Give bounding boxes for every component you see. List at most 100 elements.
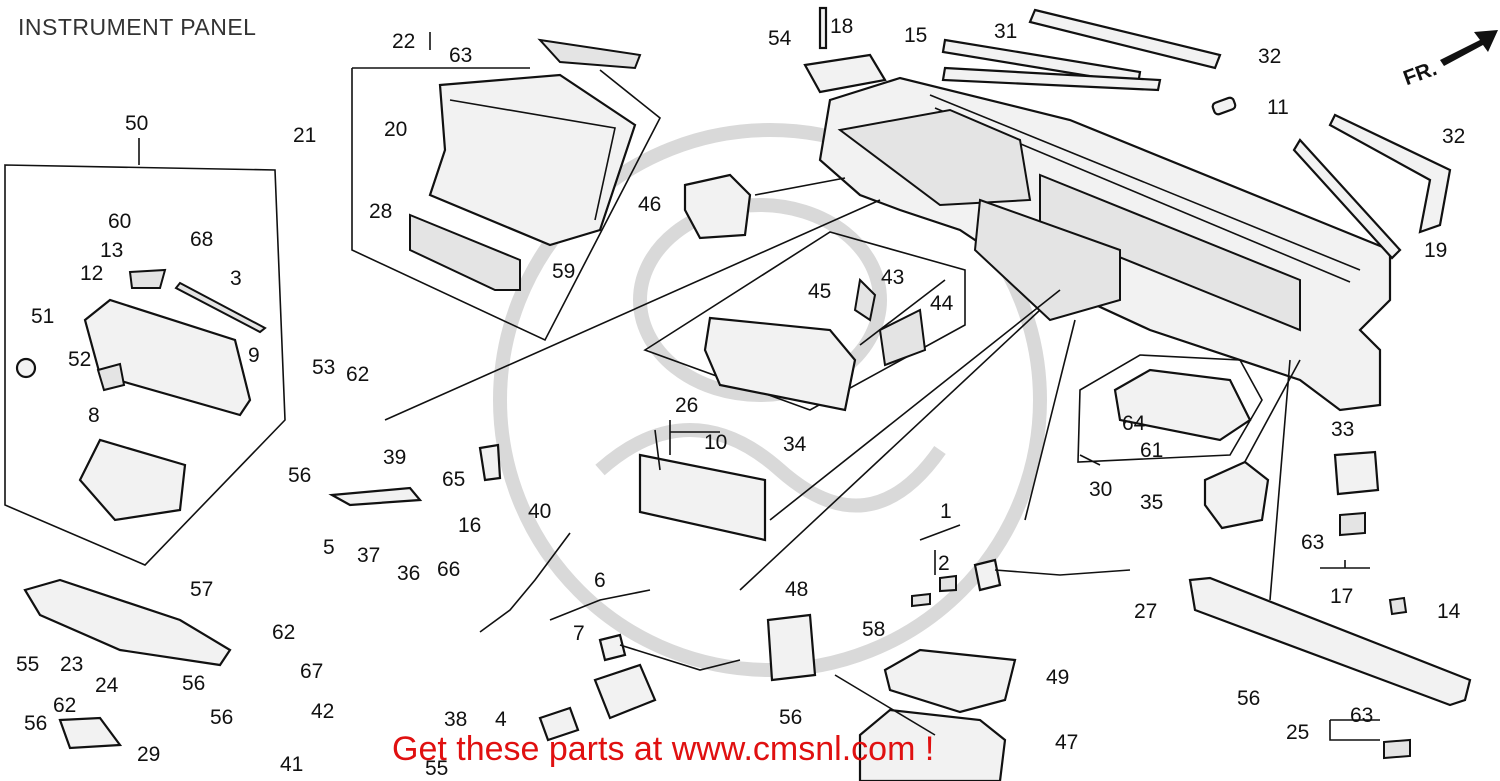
- callout-14: 14: [1437, 600, 1461, 623]
- visor-callout-frame: [351, 67, 662, 342]
- callout-41: 41: [280, 753, 303, 776]
- callout-63: 63: [449, 44, 472, 67]
- callout-24: 24: [95, 674, 119, 697]
- callout-31: 31: [994, 20, 1017, 43]
- callout-11: 11: [1267, 96, 1289, 119]
- center-vent-group: [643, 231, 966, 412]
- callout-62-c: 62: [53, 694, 76, 717]
- part-23-lower-cover: [23, 578, 232, 667]
- part-46-side-vent: [683, 173, 752, 240]
- part-16-bracket: [478, 443, 502, 482]
- callout-51: 51: [31, 305, 54, 328]
- callout-16: 16: [458, 514, 481, 537]
- callout-1: 1: [940, 500, 952, 523]
- trim-strips: [941, 8, 1452, 260]
- callout-46: 46: [638, 193, 661, 216]
- callout-30: 30: [1089, 478, 1112, 501]
- socket-assembly: [538, 633, 741, 742]
- callout-56-d: 56: [24, 712, 47, 735]
- callout-32-right: 32: [1442, 125, 1465, 148]
- callout-43: 43: [881, 266, 904, 289]
- callout-8: 8: [88, 404, 100, 427]
- callout-48: 48: [785, 578, 808, 601]
- callout-56-f: 56: [1237, 687, 1260, 710]
- callout-56-c: 56: [210, 706, 233, 729]
- part-49-cup-holder: [883, 648, 1017, 714]
- callout-63-c: 63: [1350, 704, 1373, 727]
- callout-56-e: 56: [779, 706, 802, 729]
- callout-62: 62: [346, 363, 369, 386]
- callout-25: 25: [1286, 721, 1309, 744]
- callout-27: 27: [1134, 600, 1157, 623]
- callout-18: 18: [830, 15, 853, 38]
- callout-36: 36: [397, 562, 420, 585]
- callout-33: 33: [1331, 418, 1354, 441]
- callout-62-b: 62: [272, 621, 295, 644]
- callout-59: 59: [552, 260, 575, 283]
- callout-4: 4: [495, 708, 507, 731]
- part-18-grille: [803, 6, 887, 94]
- instrument-panel-part: [818, 76, 1392, 412]
- promo-link-text[interactable]: Get these parts at www.cmsnl.com !: [392, 730, 935, 768]
- callout-39: 39: [383, 446, 406, 469]
- callout-37: 37: [357, 544, 380, 567]
- part-27-rail: [1188, 576, 1472, 707]
- callout-9: 9: [248, 344, 260, 367]
- callout-28: 28: [369, 200, 392, 223]
- callout-56: 56: [288, 464, 311, 487]
- callout-60: 60: [108, 210, 131, 233]
- part-39-bracket: [328, 486, 423, 507]
- front-direction-arrow-icon: FR.: [1400, 30, 1498, 90]
- front-direction-label: FR.: [1400, 57, 1440, 90]
- callout-49: 49: [1046, 666, 1069, 689]
- part-26-cover: [638, 453, 767, 542]
- callout-68: 68: [190, 228, 213, 251]
- part-29-bracket: [58, 716, 123, 750]
- part-35-vent: [1203, 460, 1270, 530]
- part-33-switch: [1333, 450, 1380, 496]
- callout-6: 6: [594, 569, 606, 592]
- callout-7: 7: [573, 622, 585, 645]
- callout-50: 50: [125, 112, 148, 135]
- callout-32: 32: [1258, 45, 1281, 68]
- callout-58: 58: [862, 618, 885, 641]
- glove-box-assembly: [4, 164, 286, 566]
- callout-2: 2: [938, 552, 950, 575]
- callout-63-b: 63: [1301, 531, 1324, 554]
- meter-visor-assembly: [409, 38, 642, 291]
- callout-5: 5: [323, 536, 335, 559]
- callout-38: 38: [444, 708, 467, 731]
- callout-61: 61: [1140, 439, 1163, 462]
- callout-44: 44: [930, 292, 954, 315]
- callout-55-bottom: 55: [425, 757, 448, 780]
- callout-20: 20: [384, 118, 407, 141]
- callout-19: 19: [1424, 239, 1447, 262]
- callout-45: 45: [808, 280, 831, 303]
- callout-67: 67: [300, 660, 323, 683]
- part-40-cable: [479, 532, 571, 633]
- part-47-tray: [858, 708, 1007, 781]
- callout-26: 26: [675, 394, 698, 417]
- callout-56-b: 56: [182, 672, 205, 695]
- part-48-bezel: [766, 613, 817, 682]
- callout-23: 23: [60, 653, 83, 676]
- callout-54: 54: [768, 27, 792, 50]
- callout-66: 66: [437, 558, 460, 581]
- diagram-title: INSTRUMENT PANEL: [18, 14, 257, 40]
- callout-12: 12: [80, 262, 103, 285]
- callout-52: 52: [68, 348, 91, 371]
- callout-15: 15: [904, 24, 927, 47]
- callout-3: 3: [230, 267, 242, 290]
- part-11-clip: [1211, 96, 1237, 116]
- callout-10: 10: [704, 431, 727, 454]
- callout-64: 64: [1122, 412, 1146, 435]
- callout-42: 42: [311, 700, 334, 723]
- watermark-logo: [493, 123, 1047, 677]
- callout-65: 65: [442, 468, 465, 491]
- callout-21: 21: [293, 124, 316, 147]
- callout-47: 47: [1055, 731, 1078, 754]
- callout-13: 13: [100, 239, 123, 262]
- callout-35: 35: [1140, 491, 1163, 514]
- callout-22: 22: [392, 30, 415, 53]
